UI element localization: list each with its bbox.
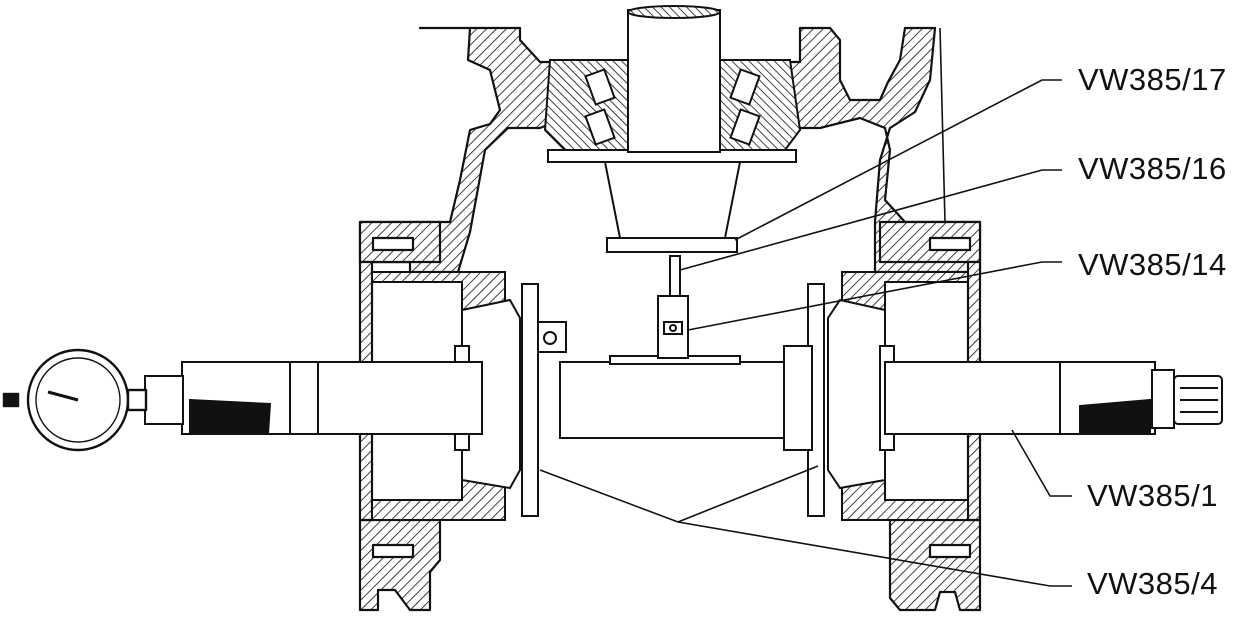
dial-gauge bbox=[2, 348, 148, 452]
leader-lines bbox=[539, 79, 1072, 587]
label-vw385-14: VW385/14 bbox=[1078, 247, 1227, 282]
gauge-probe bbox=[657, 255, 689, 359]
label-vw385-17: VW385/17 bbox=[1078, 62, 1227, 97]
label-vw385-1: VW385/1 bbox=[1087, 478, 1219, 513]
label-vw385-4: VW385/4 bbox=[1087, 566, 1219, 601]
mandrel bbox=[144, 345, 1223, 451]
label-vw385-16: VW385/16 bbox=[1078, 151, 1227, 186]
bearing-rings bbox=[371, 271, 969, 521]
pinion-bearing bbox=[543, 5, 802, 253]
gearbox-housing bbox=[358, 26, 982, 612]
